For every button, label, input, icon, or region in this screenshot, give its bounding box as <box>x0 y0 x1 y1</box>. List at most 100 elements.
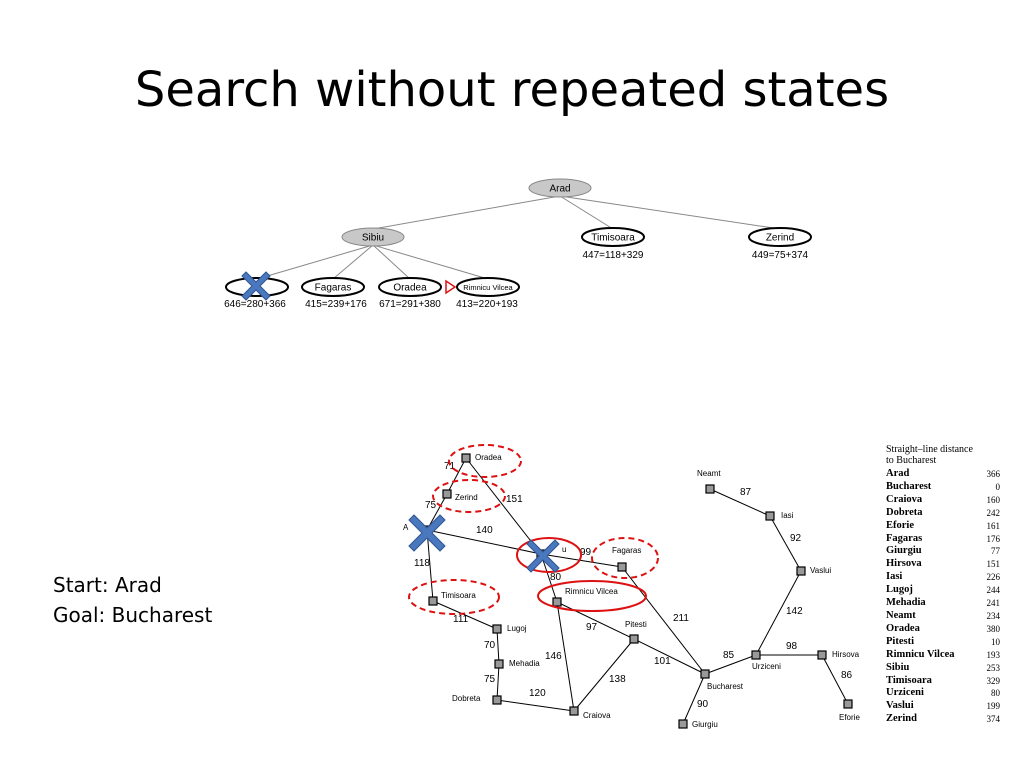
tree-edges <box>256 195 781 280</box>
city-label-fagaras: Fagaras <box>612 546 641 555</box>
distance-label: 85 <box>723 650 735 661</box>
distance-label: 87 <box>740 487 752 498</box>
distance-label: 99 <box>580 547 592 558</box>
distance-table-value: 226 <box>986 572 1001 583</box>
tree-edge-sibiu-arad <box>256 244 374 280</box>
distance-label: 140 <box>476 525 493 536</box>
road-oradea-sibiu <box>465 457 542 555</box>
distance-label: 151 <box>506 494 523 505</box>
tree-edge-arad-zerind <box>559 195 781 230</box>
road-oradea-zerind <box>446 457 467 495</box>
distance-table-city: Mehadia <box>886 597 926 609</box>
tree-node-fagaras-f: 415=239+176 <box>305 299 367 310</box>
city-marker-eforie <box>843 699 853 709</box>
tree-edge-sibiu-rimnicu <box>372 244 489 280</box>
city-label-arad: A <box>403 523 409 532</box>
distance-table-row: Craiova 160 <box>886 494 1000 507</box>
tree-node-root: Arad <box>528 178 592 198</box>
distance-label: 142 <box>786 606 803 617</box>
road-urziceni-vaslui <box>755 570 802 656</box>
tree-node-arad-pruned-f: 646=280+366 <box>224 299 286 310</box>
distance-label: 71 <box>444 461 456 472</box>
search-tree: Arad Sibiu Timisoara 447=118+329 Zerind … <box>224 178 812 310</box>
distance-label: 211 <box>673 613 689 624</box>
distance-table-value: 253 <box>986 662 1001 673</box>
distance-label: 120 <box>529 688 546 699</box>
distance-label: 98 <box>786 641 798 652</box>
start-label: Start: Arad <box>53 573 162 597</box>
distance-table-value: 244 <box>986 585 1001 596</box>
straight-line-distance-table: Straight–line distance to Bucharest Arad… <box>886 444 1000 726</box>
map-city-markers <box>422 453 853 729</box>
map-distance-labels: 71 75 151 140 118 111 70 75 120 99 80 97… <box>414 461 853 710</box>
city-marker-iasi <box>765 511 775 521</box>
tree-node-fagaras: Fagaras 415=239+176 <box>301 277 367 310</box>
map-city-labels: Oradea Zerind A Timisoara Lugoj Mehadia … <box>403 453 860 729</box>
distance-table-heading-line1: Straight–line distance <box>886 444 973 455</box>
tree-node-timisoara-f: 447=118+329 <box>583 250 644 261</box>
distance-table-city: Oradea <box>886 622 920 634</box>
slide-title: Search without repeated states <box>134 62 890 118</box>
road-bucharest-urziceni <box>704 654 757 675</box>
distance-table-city: Fagaras <box>886 532 923 544</box>
road-bucharest-giurgiu <box>682 673 706 725</box>
distance-label: 75 <box>425 500 437 511</box>
distance-label: 80 <box>550 572 562 583</box>
tree-node-root-label: Arad <box>549 184 570 195</box>
road-hirsova-eforie <box>821 654 849 705</box>
distance-table-city: Hirsova <box>886 558 922 570</box>
distance-table-value: 380 <box>986 623 1001 634</box>
city-marker-lugoj <box>492 624 502 634</box>
distance-table-value: 160 <box>986 494 1001 505</box>
distance-label: 97 <box>586 622 598 633</box>
distance-table-value: 10 <box>991 636 1000 647</box>
tree-node-zerind: Zerind 449=75+374 <box>748 227 812 261</box>
highlight-fagaras <box>591 537 659 579</box>
city-label-rimnicu: Rimnicu Vilcea <box>565 587 618 596</box>
road-pitesti-bucharest <box>633 638 706 675</box>
distance-table-value: 242 <box>986 507 1001 518</box>
tree-node-timisoara-label: Timisoara <box>591 233 635 244</box>
distance-table-value: 77 <box>991 546 1000 557</box>
tree-node-oradea: Oradea 671=291+380 <box>378 277 442 310</box>
road-arad-timisoara <box>426 529 434 602</box>
distance-table-city: Dobreta <box>886 506 923 518</box>
city-label-eforie: Eforie <box>839 713 860 722</box>
distance-table-city: Pitesti <box>886 635 914 647</box>
distance-table-heading: Straight–line distance to Bucharest <box>886 444 1000 466</box>
city-marker-pitesti <box>629 634 639 644</box>
distance-table-city: Craiova <box>886 493 923 505</box>
tree-node-rimnicu-f: 413=220+193 <box>456 299 518 310</box>
road-craiova-pitesti <box>573 638 635 712</box>
city-label-vaslui: Vaslui <box>810 566 831 575</box>
city-marker-oradea <box>461 453 471 463</box>
distance-table-value: 193 <box>986 649 1001 660</box>
distance-table-value: 241 <box>986 598 1001 609</box>
map-highlights <box>408 444 659 615</box>
distance-label: 111 <box>453 614 469 625</box>
city-marker-bucharest <box>700 669 710 679</box>
city-marker-timisoara <box>428 596 438 606</box>
distance-table-value: 199 <box>986 701 1001 712</box>
start-goal-text: Start: Arad Goal: Bucharest <box>53 570 212 630</box>
distance-label: 146 <box>545 651 562 662</box>
tree-node-rimnicu-label: Rimnicu Vilcea <box>463 283 513 292</box>
city-label-pitesti: Pitesti <box>625 620 647 629</box>
city-marker-neamt <box>705 484 715 494</box>
tree-edge-arad-sibiu <box>372 195 561 230</box>
tree-node-oradea-f: 671=291+380 <box>379 299 441 310</box>
map-sibiu-cross-icon <box>526 539 560 573</box>
city-marker-fagaras <box>617 562 627 572</box>
distance-table-value: 374 <box>986 714 1001 725</box>
distance-label: 118 <box>414 558 430 569</box>
distance-label: 92 <box>790 533 802 544</box>
road-mehadia-dobreta <box>496 663 500 701</box>
